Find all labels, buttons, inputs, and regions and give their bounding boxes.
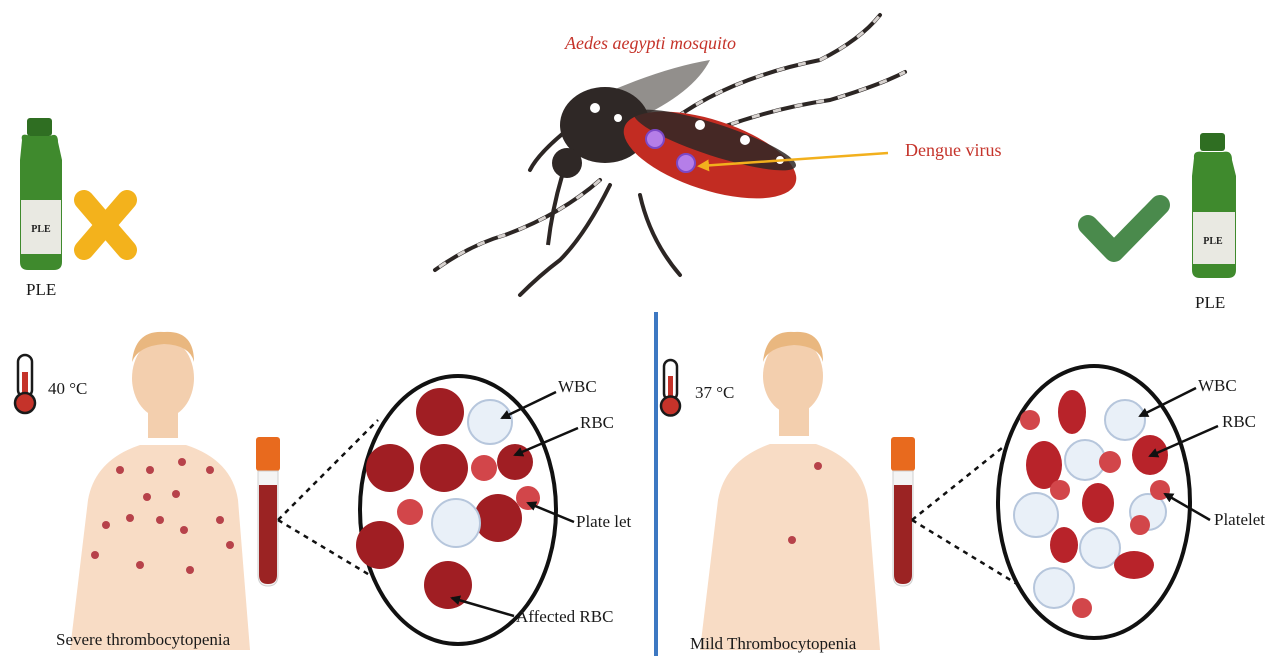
diagnosis-right: Mild Thrombocytopenia — [690, 635, 856, 652]
virus-particle — [646, 130, 664, 148]
patient-figure-right — [700, 332, 880, 650]
blood-smear-right — [998, 366, 1190, 638]
temperature-right: 37 °C — [695, 384, 734, 401]
rbc-label-right: RBC — [1222, 413, 1256, 430]
platelet-label-left: Plate let — [576, 513, 631, 530]
blood-smear-left — [356, 376, 556, 644]
ple-caption-right: PLE — [1195, 294, 1225, 311]
wbc-label-right: WBC — [1198, 377, 1237, 394]
cross-icon — [84, 200, 127, 250]
thermometer-icon — [15, 355, 35, 413]
ple-bottle-right: PLE — [1192, 133, 1236, 278]
platelet-label-right: Platelet — [1214, 511, 1265, 528]
rbc-label-left: RBC — [580, 414, 614, 431]
bottle-label: PLE — [1203, 236, 1223, 247]
temperature-left: 40 °C — [48, 380, 87, 397]
blood-tube-left — [256, 437, 280, 586]
ple-bottle-left: PLE — [20, 118, 62, 270]
wbc-label-left: WBC — [558, 378, 597, 395]
dengue-virus-label: Dengue virus — [905, 141, 1001, 159]
patient-figure-left — [70, 332, 250, 650]
mosquito-illustration — [435, 15, 905, 295]
mosquito-label: Aedes aegypti mosquito — [565, 34, 736, 52]
virus-particle — [677, 154, 695, 172]
bottle-label: PLE — [31, 224, 51, 235]
affected-rbc-label: Affected RBC — [516, 608, 613, 625]
ple-caption-left: PLE — [26, 281, 56, 298]
check-icon — [1088, 205, 1160, 252]
blood-tube-right — [891, 437, 915, 586]
thermometer-icon — [661, 360, 680, 416]
diagnosis-left: Severe thrombocytopenia — [56, 631, 230, 648]
